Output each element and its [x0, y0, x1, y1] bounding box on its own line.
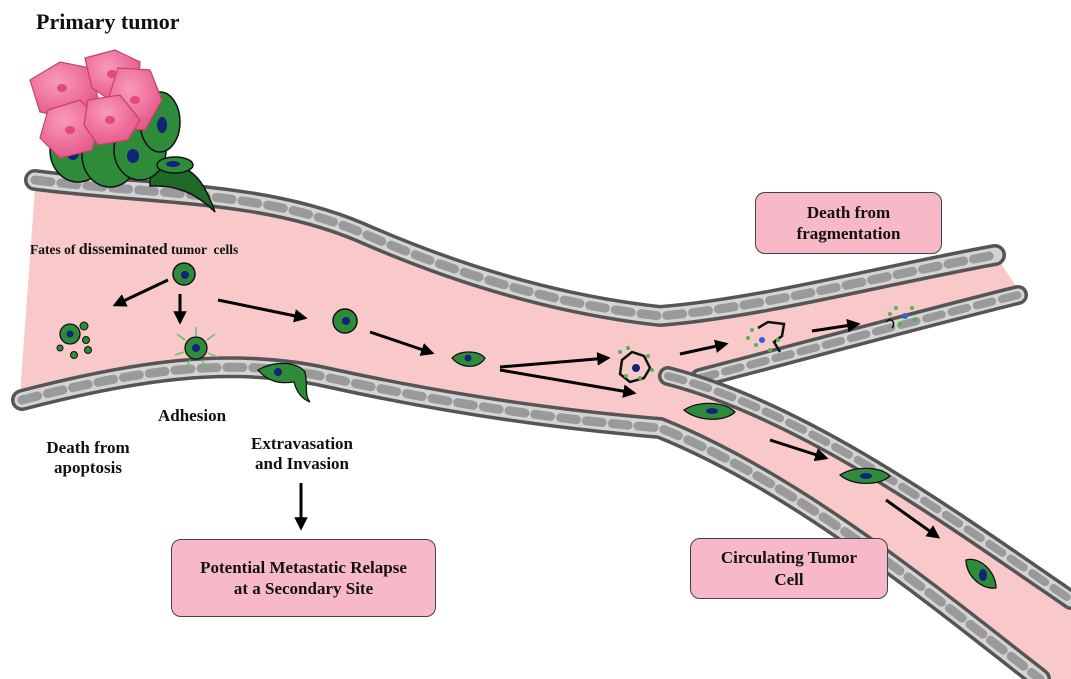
fragmentation-line1: Death from [807, 202, 890, 223]
metastatic-relapse-box: Potential Metastatic Relapse at a Second… [171, 539, 436, 617]
relapse-line1: Potential Metastatic Relapse [200, 557, 407, 578]
circulating-tumor-cell-box: Circulating Tumor Cell [690, 538, 888, 599]
extravasation-label: Extravasation and Invasion [230, 434, 374, 475]
death-apoptosis-line2: apoptosis [28, 458, 148, 478]
fragmentation-line2: fragmentation [797, 223, 901, 244]
circulating-cell [333, 309, 357, 333]
relapse-line2: at a Secondary Site [234, 578, 373, 599]
ctc-line2: Cell [774, 569, 803, 590]
extravasating-cell [258, 363, 310, 402]
fates-title-part3: tumor cells [168, 242, 239, 257]
fates-title-part2: disseminated [79, 241, 168, 258]
adhesion-label: Adhesion [158, 406, 226, 426]
fates-title: Fates of disseminated tumor cells [30, 240, 238, 259]
death-fragmentation-box: Death from fragmentation [755, 192, 942, 254]
death-apoptosis-label: Death from apoptosis [28, 438, 148, 479]
fates-title-part1: Fates of [30, 242, 79, 257]
extravasation-line2: and Invasion [230, 454, 374, 474]
extravasation-line1: Extravasation [230, 434, 374, 454]
primary-tumor-label: Primary tumor [36, 9, 180, 35]
ctc-line1: Circulating Tumor [721, 547, 857, 568]
disseminated-tumor-cell [173, 263, 195, 285]
death-apoptosis-line1: Death from [28, 438, 148, 458]
